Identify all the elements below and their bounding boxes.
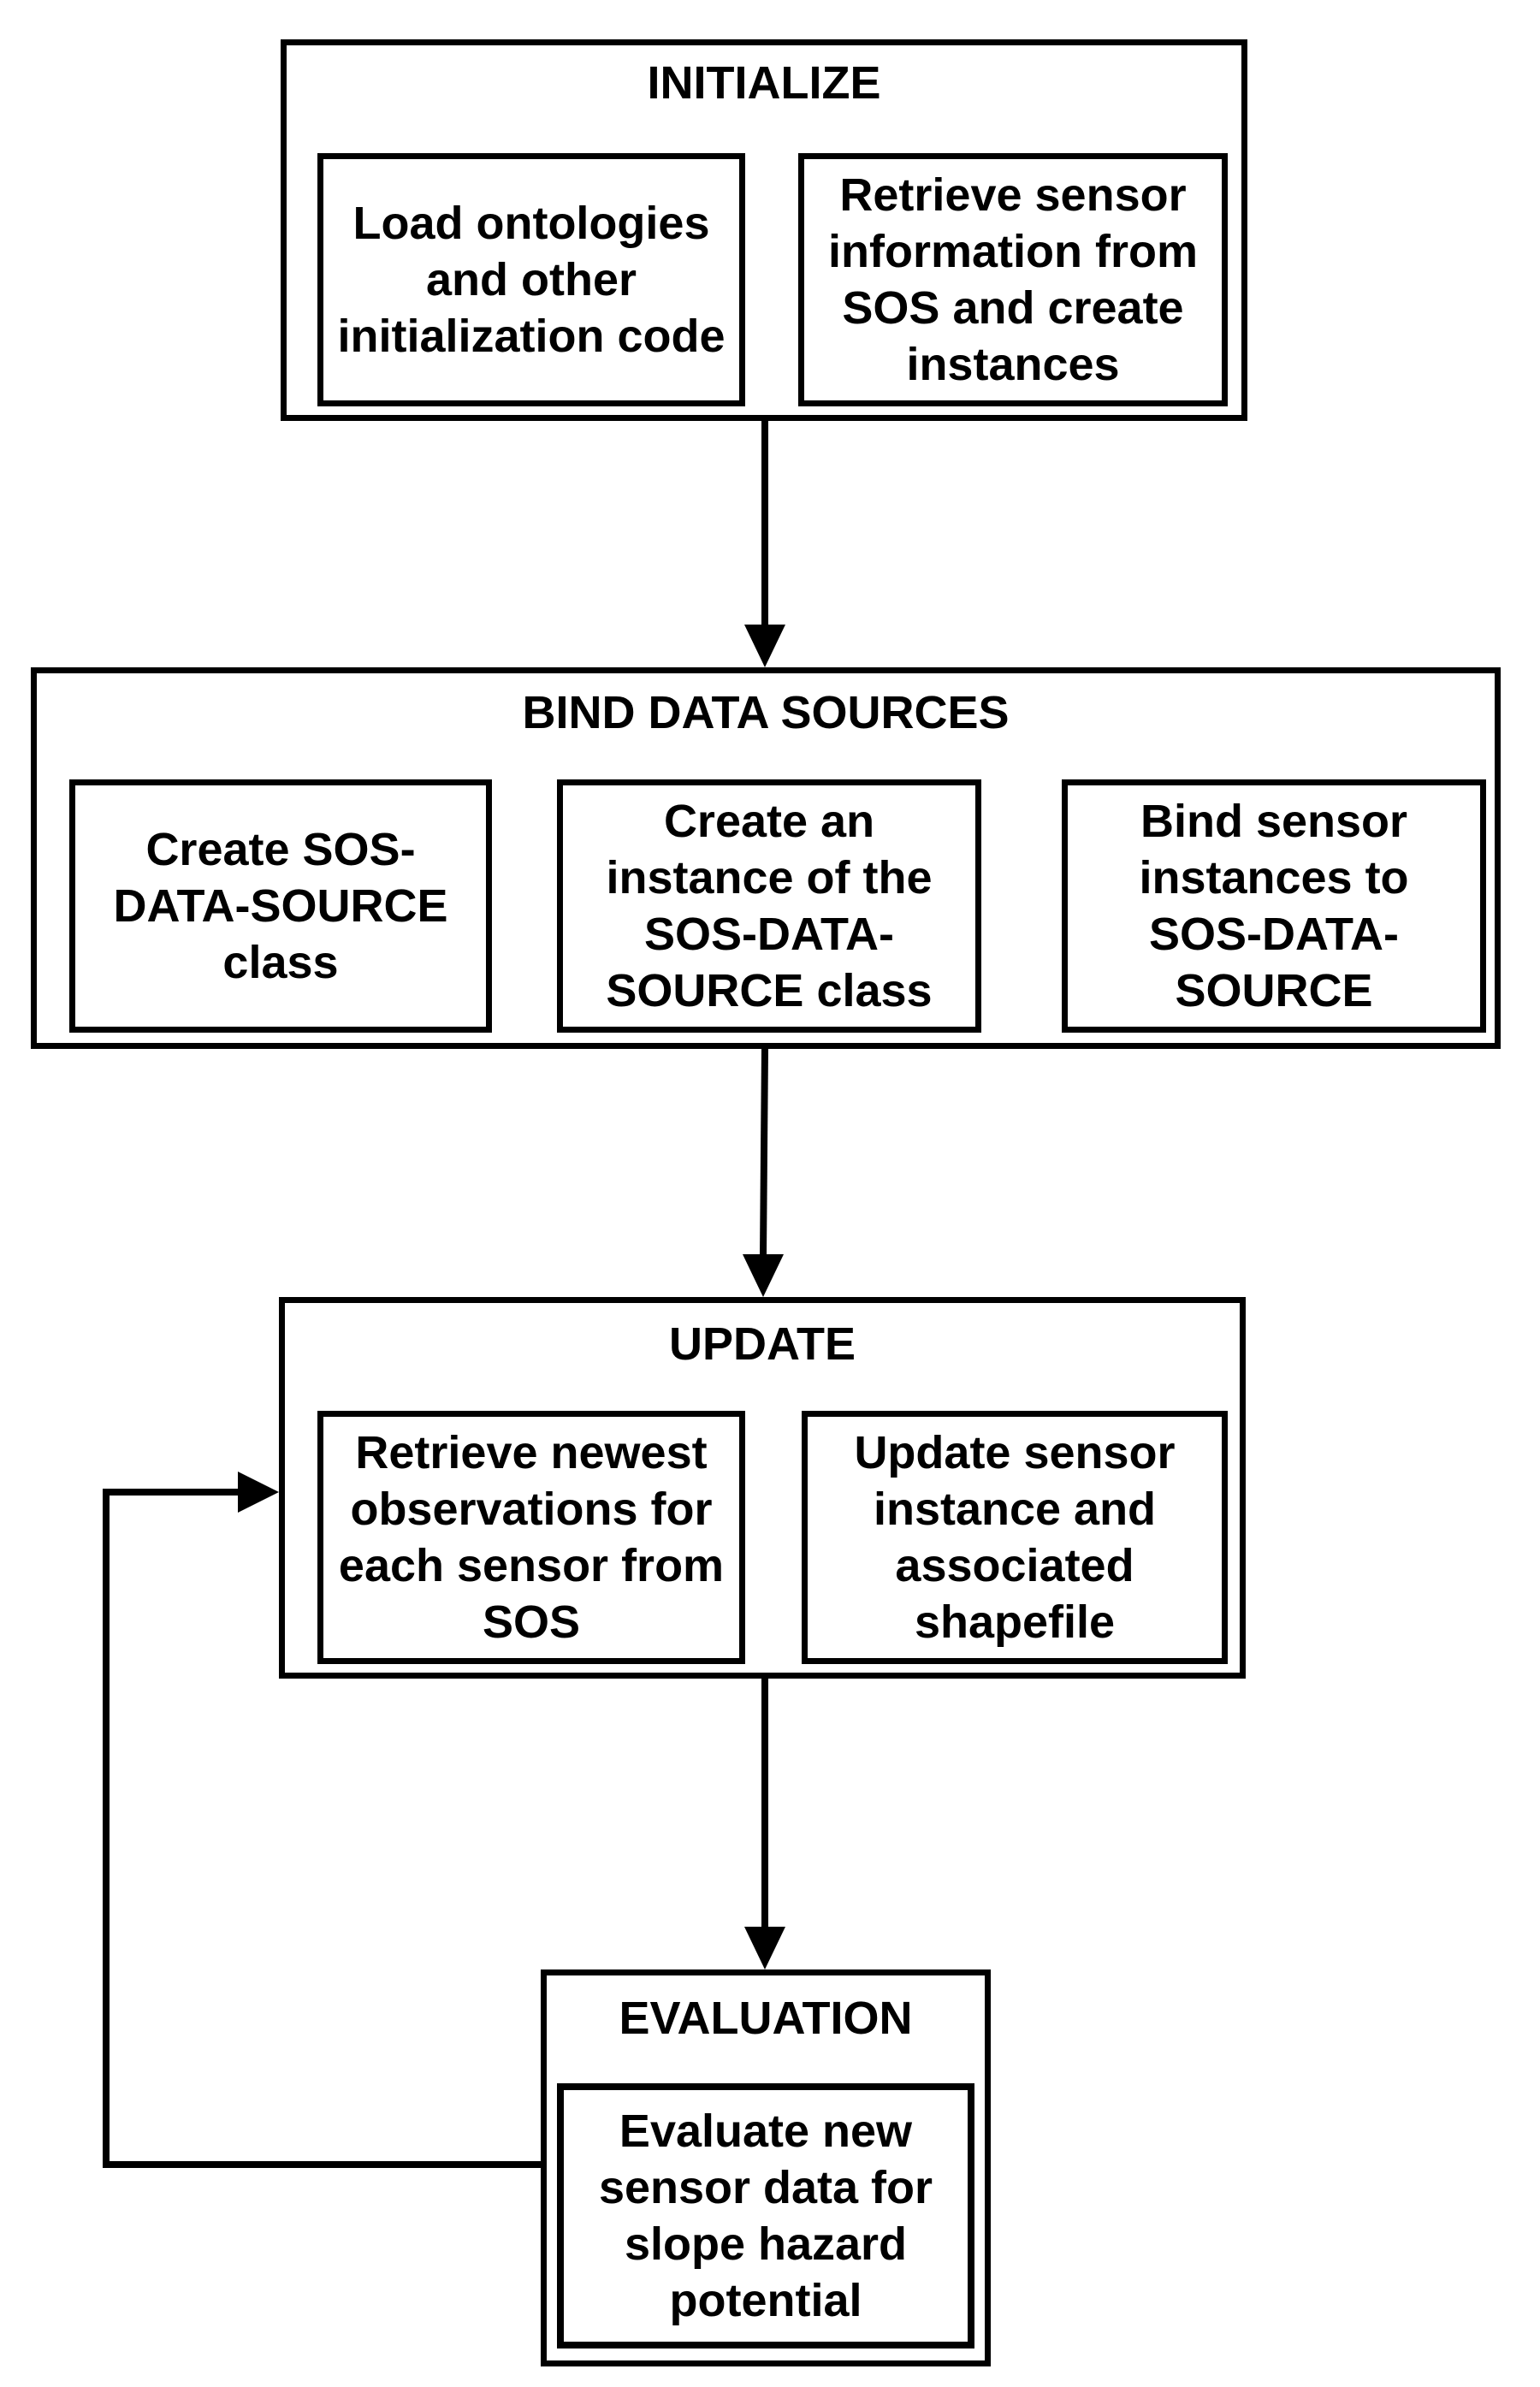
arrow-update-to-evaluation	[744, 1679, 785, 1969]
step-retrieve-observations: Retrieve newest observations for each se…	[317, 1411, 745, 1664]
step-retrieve-observations-text: Retrieve newest observations for each se…	[338, 1427, 725, 1648]
stage-update-title: UPDATE	[668, 1318, 856, 1370]
step-evaluate-sensor-data-text: Evaluate new sensor data for slope hazar…	[598, 2106, 933, 2326]
step-update-sensor-instance-text: Update sensor instance and associated sh…	[854, 1427, 1176, 1648]
step-update-sensor-instance: Update sensor instance and associated sh…	[802, 1411, 1228, 1664]
step-load-ontologies: Load ontologies and other initialization…	[317, 153, 745, 406]
step-retrieve-sensor-info-text: Retrieve sensor information from SOS and…	[828, 169, 1198, 390]
arrow-bind-to-update	[743, 1048, 784, 1297]
step-create-sos-class-text: Create SOS-DATA-SOURCE class	[113, 824, 448, 988]
stage-evaluation-title: EVALUATION	[619, 1993, 913, 2044]
stage-bind-data-sources: BIND DATA SOURCES Create SOS-DATA-SOURCE…	[31, 667, 1501, 1049]
stage-update: UPDATE Retrieve newest observations for …	[279, 1297, 1246, 1679]
step-create-sos-class: Create SOS-DATA-SOURCE class	[69, 779, 492, 1033]
step-bind-sensor-instances-text: Bind sensor instances to SOS-DATA-SOURCE	[1139, 796, 1409, 1016]
step-retrieve-sensor-info: Retrieve sensor information from SOS and…	[798, 153, 1228, 406]
step-create-sos-instance-text: Create an instance of the SOS-DATA-SOURC…	[606, 796, 933, 1016]
step-evaluate-sensor-data: Evaluate new sensor data for slope hazar…	[557, 2083, 974, 2348]
stage-evaluation: EVALUATION Evaluate new sensor data for …	[541, 1969, 991, 2366]
step-load-ontologies-text: Load ontologies and other initialization…	[337, 198, 726, 362]
step-create-sos-instance: Create an instance of the SOS-DATA-SOURC…	[557, 779, 981, 1033]
step-bind-sensor-instances: Bind sensor instances to SOS-DATA-SOURCE	[1062, 779, 1486, 1033]
stage-initialize-title: INITIALIZE	[647, 57, 881, 109]
arrow-initialize-to-bind	[744, 421, 785, 667]
stage-initialize: INITIALIZE Load ontologies and other ini…	[281, 39, 1247, 421]
stage-bind-data-sources-title: BIND DATA SOURCES	[522, 687, 1010, 738]
